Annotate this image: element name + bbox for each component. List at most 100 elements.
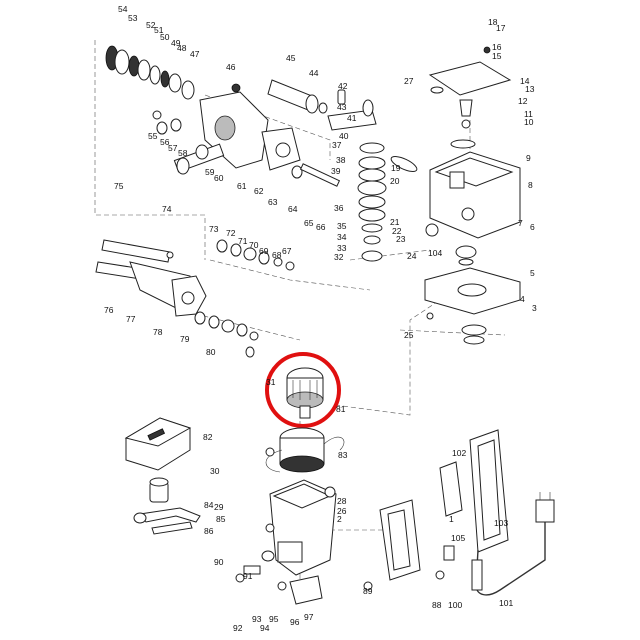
part-number-label: 19 xyxy=(391,163,401,173)
bushing-rows xyxy=(194,239,295,358)
part-number-label: 82 xyxy=(203,432,213,442)
part-number-label: 84 xyxy=(204,500,214,510)
part-number-label: 78 xyxy=(153,327,163,337)
part-number-label: 101 xyxy=(499,598,513,608)
part-number-label: 60 xyxy=(214,173,224,183)
part-number-label: 90 xyxy=(214,557,224,567)
part-number-label: 65 xyxy=(304,218,314,228)
power-cord xyxy=(471,492,555,596)
part-number-label: 86 xyxy=(204,526,214,536)
part-number-label: 50 xyxy=(160,32,170,42)
part-number-label: 18 xyxy=(488,17,498,27)
part-number-label: 68 xyxy=(272,250,282,260)
part-number-label: 85 xyxy=(216,514,226,524)
part-number-label: 27 xyxy=(404,76,414,86)
part-number-label: 34 xyxy=(337,232,347,242)
part-number-label: 36 xyxy=(334,203,344,213)
field-stator xyxy=(265,427,345,473)
part-number-label: 23 xyxy=(396,234,406,244)
rear-handle xyxy=(363,429,509,591)
part-number-label: 66 xyxy=(316,222,326,232)
piston-assembly xyxy=(267,79,418,262)
part-number-labels: 5453525150494847464544424341403738393635… xyxy=(104,4,537,633)
part-number-label: 13 xyxy=(525,84,535,94)
part-number-label: 7 xyxy=(518,218,523,228)
part-number-label: 79 xyxy=(180,334,190,344)
part-number-label: 69 xyxy=(259,246,269,256)
side-handle-assembly xyxy=(95,239,207,317)
part-number-label: 92 xyxy=(233,623,243,633)
part-number-label: 5 xyxy=(530,268,535,278)
part-number-label: 55 xyxy=(148,131,158,141)
part-number-label: 56 xyxy=(160,137,170,147)
part-number-label: 25 xyxy=(404,330,414,340)
part-number-label: 37 xyxy=(332,140,342,150)
part-number-label: 88 xyxy=(432,600,442,610)
part-number-label: 52 xyxy=(146,20,156,30)
part-number-label: 49 xyxy=(171,38,181,48)
part-number-label: 39 xyxy=(331,166,341,176)
part-number-label: 6 xyxy=(530,222,535,232)
part-number-label: 76 xyxy=(104,305,114,315)
part-number-label: 105 xyxy=(451,533,465,543)
part-number-label: 26 xyxy=(337,506,347,516)
part-number-label: 21 xyxy=(390,217,400,227)
part-number-label: 54 xyxy=(118,4,128,14)
part-number-label: 64 xyxy=(288,204,298,214)
part-number-label: 71 xyxy=(238,236,248,246)
part-number-label: 4 xyxy=(520,294,525,304)
part-number-label: 67 xyxy=(282,246,292,256)
part-number-label: 3 xyxy=(532,303,537,313)
part-number-label: 38 xyxy=(336,155,346,165)
part-number-label: 91 xyxy=(243,571,253,581)
part-number-label: 9 xyxy=(526,153,531,163)
part-number-label: 42 xyxy=(338,81,348,91)
part-number-label: 40 xyxy=(339,131,349,141)
part-number-label: 31 xyxy=(266,377,276,387)
accessories xyxy=(124,417,201,535)
part-number-label: 83 xyxy=(338,450,348,460)
part-number-label: 45 xyxy=(286,53,296,63)
part-number-label: 100 xyxy=(448,600,462,610)
part-number-label: 53 xyxy=(128,13,138,23)
part-number-label: 80 xyxy=(206,347,216,357)
part-number-label: 22 xyxy=(392,226,402,236)
part-number-label: 63 xyxy=(268,197,278,207)
part-number-label: 17 xyxy=(496,23,506,33)
part-number-label: 62 xyxy=(254,186,264,196)
part-number-label: 103 xyxy=(494,518,508,528)
part-number-label: 2 xyxy=(337,514,342,524)
part-number-label: 46 xyxy=(226,62,236,72)
part-number-label: 75 xyxy=(114,181,124,191)
part-number-label: 73 xyxy=(209,224,219,234)
part-number-label: 12 xyxy=(518,96,528,106)
part-number-label: 15 xyxy=(492,51,502,61)
part-number-label: 11 xyxy=(524,109,533,119)
part-number-label: 20 xyxy=(390,176,400,186)
armature-part xyxy=(286,367,324,419)
highlight-circle xyxy=(265,352,341,428)
part-number-label: 77 xyxy=(126,314,136,324)
part-number-label: 70 xyxy=(249,240,259,250)
part-number-label: 30 xyxy=(210,466,220,476)
part-number-label: 95 xyxy=(269,614,279,624)
part-number-label: 94 xyxy=(260,623,270,633)
part-number-label: 1 xyxy=(449,514,454,524)
part-number-label: 44 xyxy=(309,68,319,78)
part-number-label: 74 xyxy=(162,204,172,214)
part-number-label: 96 xyxy=(290,617,300,627)
part-number-label: 16 xyxy=(492,42,502,52)
part-number-label: 28 xyxy=(337,496,347,506)
part-number-label: 97 xyxy=(304,612,314,622)
part-number-label: 93 xyxy=(252,614,262,624)
part-number-label: 104 xyxy=(428,248,442,258)
part-number-label: 41 xyxy=(347,113,357,123)
part-number-label: 89 xyxy=(363,586,373,596)
part-number-label: 24 xyxy=(407,251,417,261)
part-number-label: 61 xyxy=(237,181,247,191)
part-number-label: 48 xyxy=(177,43,187,53)
part-number-label: 32 xyxy=(334,252,344,262)
part-number-label: 35 xyxy=(337,221,347,231)
head-housing-assembly xyxy=(424,46,521,345)
